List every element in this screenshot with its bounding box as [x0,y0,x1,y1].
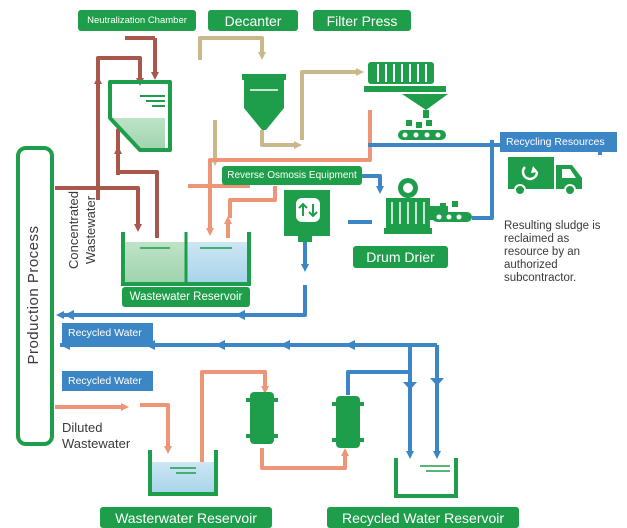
label-wastewater-reservoir-bottom: Wasterwater Reservoir [100,507,272,528]
reverse-osmosis-unit [284,190,330,242]
label-diluted-wastewater-line2: Wastewater [62,436,131,451]
label-concentrated-wastewater-line2: Wastewater [83,195,98,265]
label-concentrated-wastewater-line1: Concentrated [66,190,81,270]
sludge-note-line: Resulting sludge is [504,220,601,232]
sludge-note: Resulting sludge is reclaimed as resourc… [504,220,601,285]
drum-drier-machine [384,178,448,234]
label-recycled-water-lower: Recycled Water [62,371,153,391]
filter-press-machine [364,62,448,118]
recycled-water-reservoir-tank [394,458,458,498]
production-process-box [16,146,54,446]
conveyor-lower [432,201,472,222]
diluted-wastewater-reservoir-tank [148,450,218,496]
recycling-truck [508,157,582,196]
label-recycled-water-reservoir: Recycled Water Reservoir [327,507,519,528]
wastewater-reservoir-tank [121,232,251,286]
neutralization-chamber-tank [108,80,172,152]
sludge-note-line: authorized [504,259,558,271]
filter-column-2 [332,396,364,448]
label-recycling-resources: Recycling Resources [500,132,617,152]
decanter-vessel [242,74,286,130]
conveyor-upper [398,120,446,140]
filter-column-1 [246,392,278,444]
label-reverse-osmosis: Reverse Osmosis Equipment [222,166,362,185]
sludge-note-line: resource by an [504,246,581,258]
label-diluted-wastewater-line1: Diluted [62,420,103,435]
label-filter-press: Filter Press [313,10,411,31]
label-recycled-water-upper: Recycled Water [62,323,153,343]
sludge-note-line: subcontractor. [504,272,577,284]
label-wastewater-reservoir-top: Wastewater Reservoir [122,287,250,307]
label-production-process: Production Process [25,225,42,365]
label-neutralization-chamber: Neutralization Chamber [78,10,196,31]
label-decanter: Decanter [208,10,298,31]
label-drum-drier: Drum Drier [353,246,448,268]
sludge-note-line: reclaimed as [504,233,570,245]
